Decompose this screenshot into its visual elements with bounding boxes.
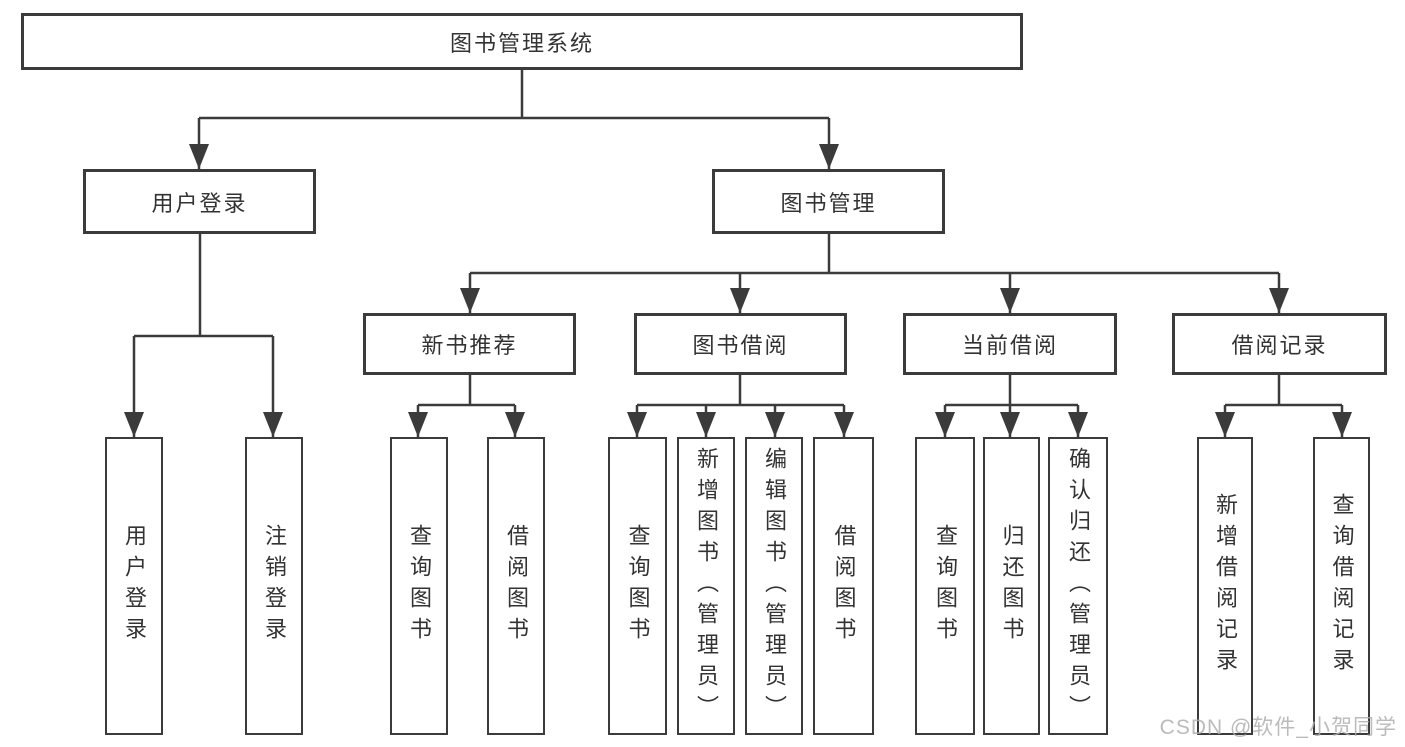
node-new-book-recommend: 新书推荐 (363, 313, 576, 375)
node-book-management: 图书管理 (712, 169, 945, 234)
leaf-current-return-books: 归还图书 (983, 437, 1040, 735)
node-root: 图书管理系统 (21, 13, 1023, 70)
leaf-current-query-books: 查询图书 (915, 437, 975, 735)
node-book-borrowing: 图书借阅 (634, 313, 847, 375)
node-borrowing-records: 借阅记录 (1172, 313, 1387, 375)
leaf-records-query-borrow-record: 查询借阅记录 (1313, 437, 1370, 735)
leaf-recommend-borrow-books: 借阅图书 (487, 437, 545, 735)
leaf-borrowing-edit-books-admin: 编辑图书（管理员） (745, 437, 803, 735)
leaf-borrowing-query-books: 查询图书 (608, 437, 667, 735)
leaf-borrowing-add-books-admin: 新增图书（管理员） (677, 437, 735, 735)
leaf-user-login: 用户登录 (105, 437, 163, 735)
node-current-borrowing: 当前借阅 (903, 313, 1117, 375)
leaf-records-add-borrow-record: 新增借阅记录 (1197, 437, 1253, 735)
leaf-current-confirm-return-admin: 确认归还（管理员） (1048, 437, 1108, 735)
node-user-login: 用户登录 (83, 169, 316, 234)
leaf-recommend-query-books: 查询图书 (390, 437, 448, 735)
leaf-logout-login: 注销登录 (245, 437, 303, 735)
leaf-borrowing-borrow-books: 借阅图书 (813, 437, 874, 735)
